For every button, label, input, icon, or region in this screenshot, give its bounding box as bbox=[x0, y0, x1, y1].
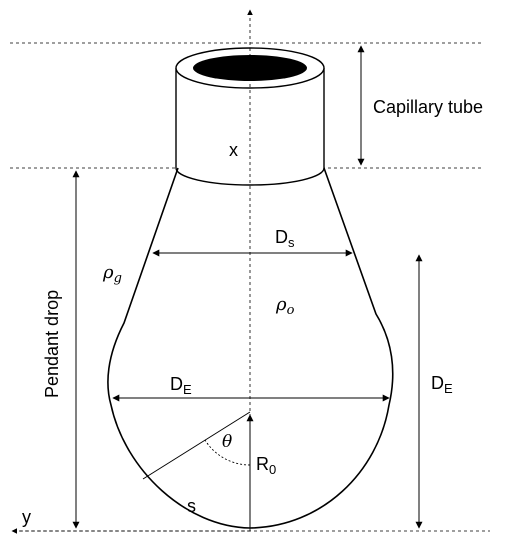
rho-o-label: ρo bbox=[275, 294, 295, 318]
de-right-label: DE bbox=[431, 373, 453, 396]
y-axis-label: y bbox=[22, 507, 31, 527]
ds-label: Ds bbox=[275, 227, 295, 250]
rho-g-label: ρg bbox=[102, 262, 122, 286]
theta-arc bbox=[204, 439, 251, 466]
de-label: DE bbox=[170, 374, 192, 397]
angle-radius-line bbox=[142, 411, 251, 480]
theta-label: θ bbox=[222, 432, 232, 452]
r0-label: R0 bbox=[256, 454, 276, 477]
x-axis-label: x bbox=[229, 140, 238, 160]
arc-length-s-label: s bbox=[187, 496, 196, 516]
capillary-tube-label: Capillary tube bbox=[373, 97, 483, 117]
pendant-drop-label: Pendant drop bbox=[42, 290, 62, 398]
